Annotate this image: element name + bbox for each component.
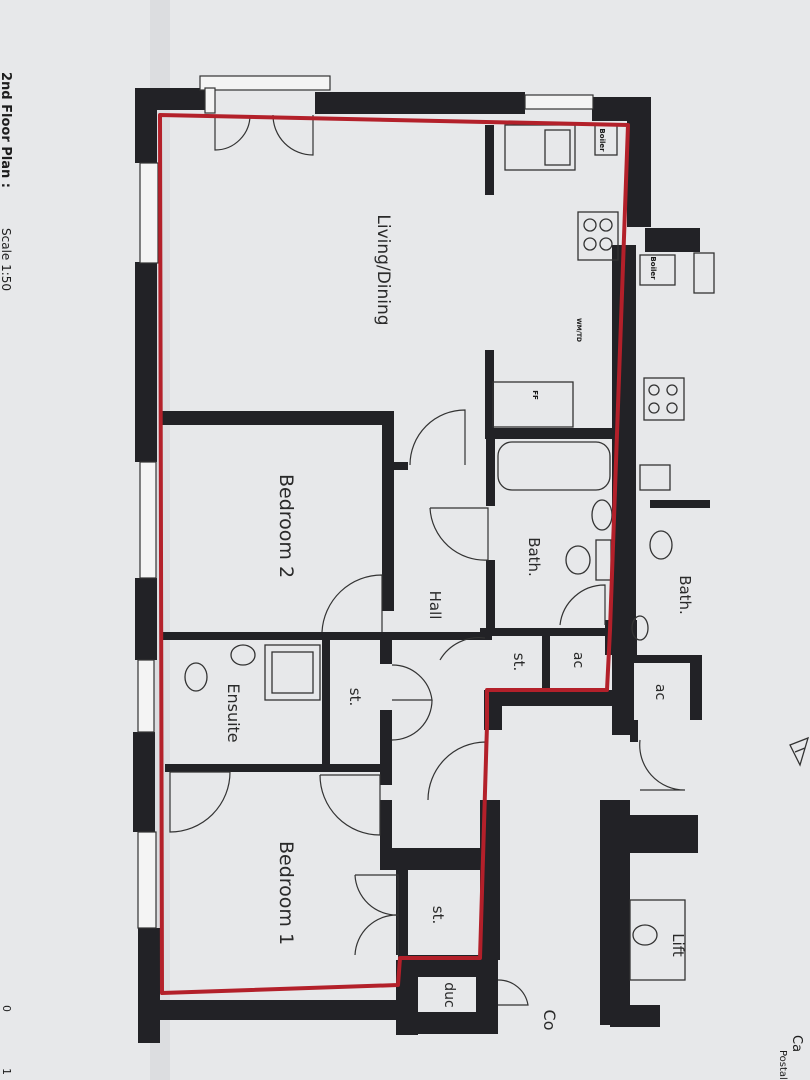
room-label-duct: duc — [441, 982, 457, 1007]
internal-walls — [162, 125, 710, 955]
scale-bar-zero: 0 — [0, 1005, 13, 1012]
room-label-store-ensuite: st. — [346, 688, 364, 706]
plan-caption-title: 2nd Floor Plan : — [0, 72, 13, 188]
fixtures — [184, 124, 715, 981]
shower-tray-icon — [264, 644, 321, 701]
toilet-icon — [565, 545, 591, 575]
label-washer-dryer: WM/TD — [575, 318, 582, 342]
room-label-bedroom-1: Bedroom 1 — [275, 841, 297, 945]
property-boundary — [158, 113, 630, 995]
room-label-store-hall: st. — [510, 653, 528, 671]
room-label-hall: Hall — [426, 591, 444, 620]
fridge-freezer-box — [492, 381, 574, 428]
neighbour-basin-icon — [631, 615, 649, 641]
plan-caption-scale: Scale 1:50 — [0, 228, 13, 291]
room-label-bath: Bath. — [525, 537, 543, 577]
lift-box — [629, 899, 686, 981]
outer-walls — [133, 88, 700, 1043]
label-boiler-main: Boiler — [598, 128, 606, 152]
room-label-bedroom-2: Bedroom 2 — [275, 474, 297, 578]
label-boiler-neighbour: Boiler — [649, 256, 657, 280]
room-label-living-dining: Living/Dining — [373, 214, 393, 325]
neighbour-label-bath: Bath. — [676, 575, 694, 615]
ensuite-toilet-icon — [184, 662, 208, 692]
edge-text-top: Ca — [789, 1035, 804, 1052]
basin-icon — [591, 499, 613, 531]
door-swings — [169, 114, 686, 1006]
edge-text-bottom: Postal — [777, 1050, 788, 1080]
room-label-store-bedroom-1: st. — [429, 906, 447, 924]
bathtub-icon — [497, 441, 611, 491]
label-corridor: Co — [540, 1010, 559, 1031]
room-label-ac: ac — [570, 652, 586, 668]
label-fridge-freezer: FF — [531, 390, 539, 400]
windows — [137, 75, 594, 929]
north-arrow-icon — [789, 736, 809, 767]
neighbour-toilet-icon — [649, 530, 673, 560]
hob-icon — [577, 211, 619, 261]
room-label-ensuite: Ensuite — [224, 683, 243, 742]
neighbour-boiler — [639, 254, 676, 286]
neighbour-label-ac: ac — [652, 684, 668, 700]
scale-bar-one: 1 — [0, 1068, 13, 1075]
label-lift: Lift — [669, 933, 687, 957]
neighbour-hob-icon — [643, 377, 685, 421]
ensuite-basin-icon — [230, 644, 256, 666]
